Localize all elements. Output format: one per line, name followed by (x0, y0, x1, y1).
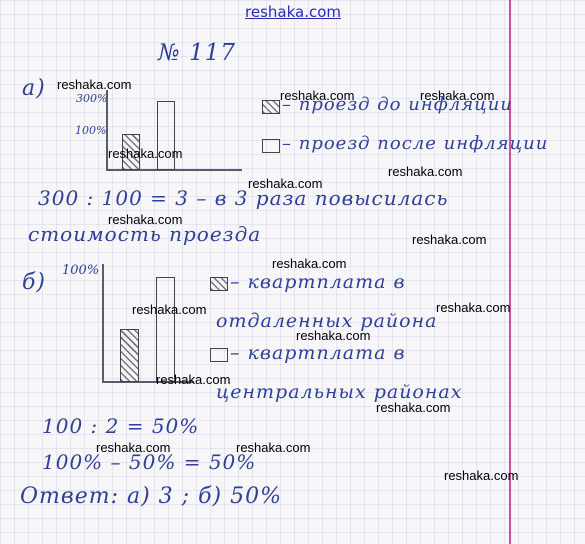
watermark: reshaka.com (108, 212, 183, 227)
part-b-calc-line2: 100% – 50% = 50% (42, 450, 257, 474)
watermark: reshaka.com (272, 256, 347, 271)
part-b-legend-central-1: – квартплата в (230, 342, 406, 364)
part-b-x-axis (102, 381, 194, 383)
watermark: reshaka.com (132, 302, 207, 317)
watermark: reshaka.com (296, 328, 371, 343)
watermark: reshaka.com (436, 300, 511, 315)
part-a-tick-100: 100% (75, 124, 107, 137)
part-b-legend-remote-1: – квартплата в (230, 271, 406, 293)
answer: Ответ: а) 3 ; б) 50% (20, 484, 282, 509)
part-b-bar-central (156, 277, 175, 382)
part-b-calc-line1: 100 : 2 = 50% (42, 414, 200, 438)
part-a-legend-after: – проезд после инфляции (282, 133, 549, 154)
part-b-legend-remote-2: отдаленных района (216, 310, 438, 332)
watermark: reshaka.com (388, 164, 463, 179)
watermark: reshaka.com (236, 440, 311, 455)
margin-line (509, 0, 511, 544)
watermark: reshaka.com (96, 440, 171, 455)
problem-number: № 117 (158, 40, 236, 66)
site-link[interactable]: reshaka.com (245, 3, 341, 21)
part-b-legend-hatched-box (210, 277, 228, 291)
watermark: reshaka.com (412, 232, 487, 247)
part-a-calc-line1: 300 : 100 = 3 – в 3 раза повысилась (38, 186, 449, 210)
part-b-legend-central-2: центральных районах (216, 381, 463, 403)
part-a-label: а) (22, 76, 46, 101)
part-a-calc-line2: стоимость проезда (28, 222, 262, 246)
watermark: reshaka.com (280, 88, 355, 103)
part-a-legend-hatched-box (262, 100, 280, 114)
watermark: reshaka.com (57, 77, 132, 92)
watermark: reshaka.com (376, 400, 451, 415)
watermark: reshaka.com (108, 146, 183, 161)
part-a-legend-empty-box (262, 139, 280, 153)
part-a-tick-300: 300% (76, 92, 108, 105)
part-a-legend-before: – проезд до инфляции (282, 94, 513, 115)
part-b-bar-remote (120, 329, 139, 382)
part-b-legend-empty-box (210, 348, 228, 362)
part-b-y-axis (102, 264, 104, 382)
part-a-y-axis (106, 90, 108, 170)
part-a-bar-before (122, 134, 140, 170)
watermark: reshaka.com (444, 468, 519, 483)
watermark: reshaka.com (420, 88, 495, 103)
part-b-label: б) (22, 270, 47, 295)
part-a-bar-after (157, 101, 175, 170)
part-b-tick-100: 100% (62, 263, 100, 278)
watermark: reshaka.com (248, 176, 323, 191)
watermark: reshaka.com (156, 372, 231, 387)
